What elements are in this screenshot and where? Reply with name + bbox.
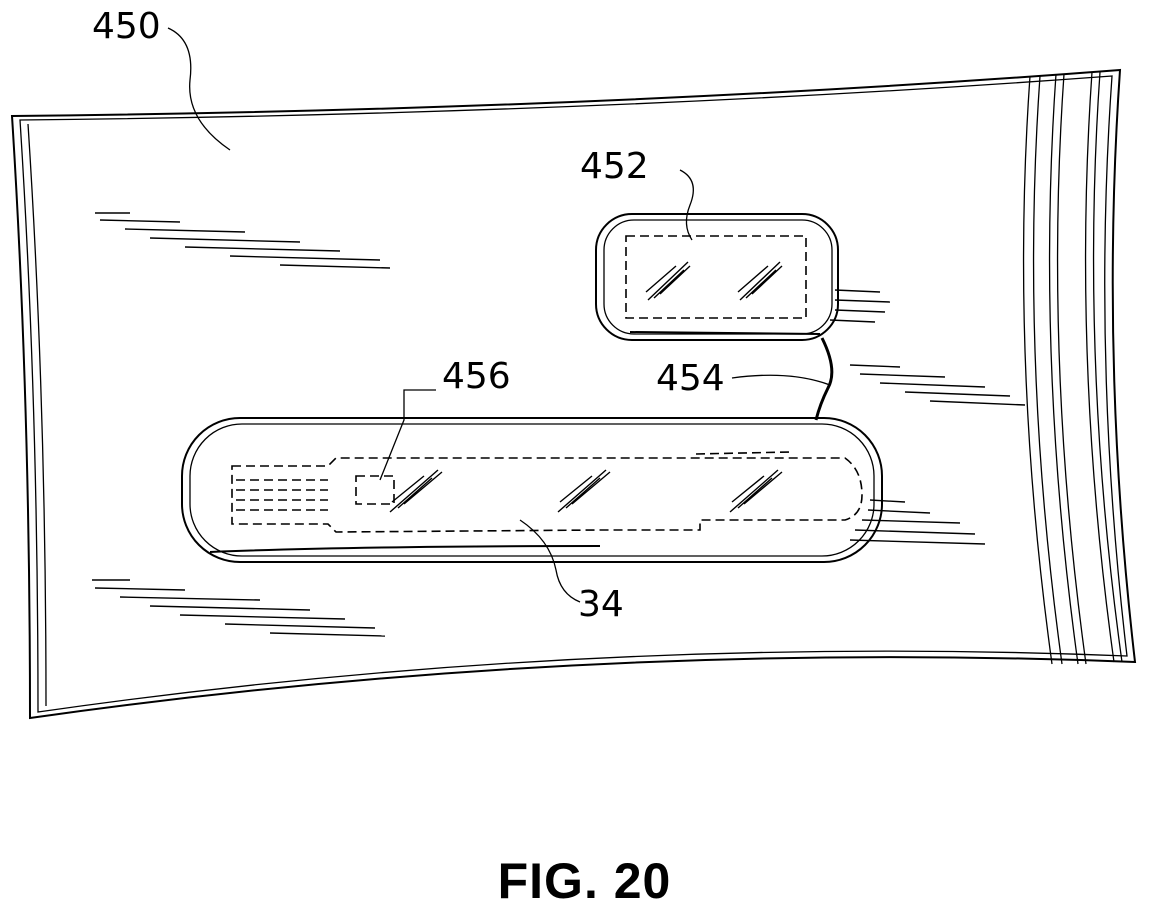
leader-lines xyxy=(168,28,830,602)
label-34: 34 xyxy=(578,584,624,625)
connector-line xyxy=(816,338,832,420)
glare-marks xyxy=(390,470,782,512)
figure-caption: FIG. 20 xyxy=(0,852,1169,910)
small-package xyxy=(596,214,838,340)
label-456: 456 xyxy=(442,356,511,397)
glare-marks xyxy=(646,262,782,300)
label-454: 454 xyxy=(656,358,725,399)
label-450: 450 xyxy=(92,6,161,47)
label-452: 452 xyxy=(580,146,649,187)
device-package xyxy=(182,418,882,562)
connector-stripes xyxy=(236,480,328,510)
